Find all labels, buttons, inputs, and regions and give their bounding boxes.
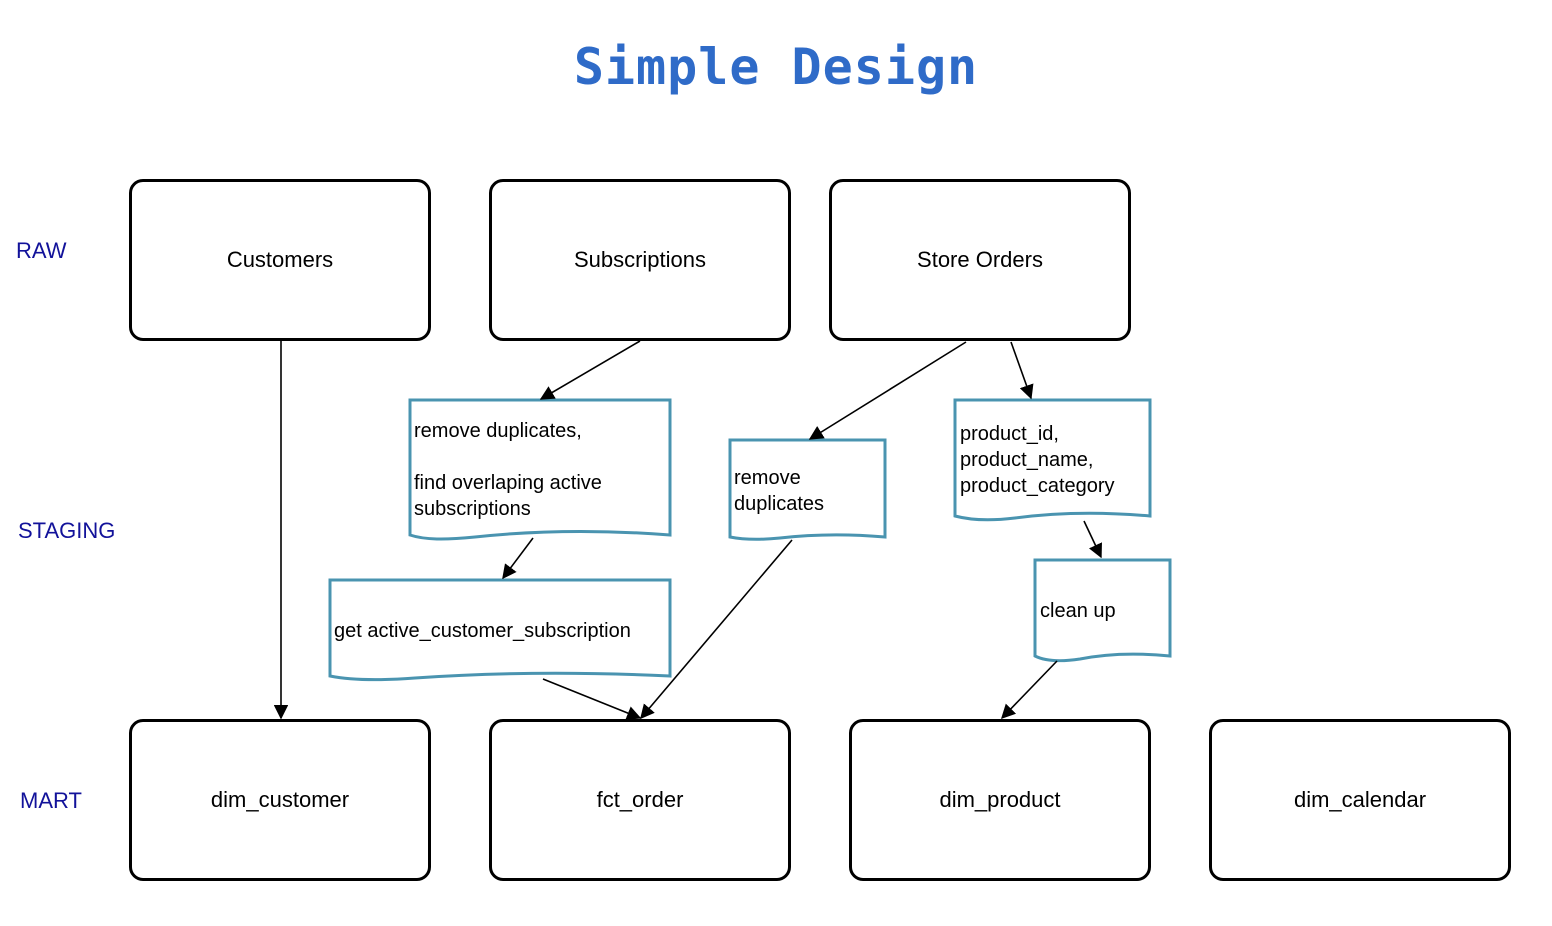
node-store-orders[interactable]: Store Orders — [829, 179, 1131, 341]
arrow-clean-up-to-dim-product — [1001, 660, 1058, 720]
arrow-subscriptions-to-dedup — [539, 340, 641, 400]
arrow-dedup-to-active-sub — [502, 537, 534, 580]
node-dim-customer-label: dim_customer — [210, 787, 350, 812]
step-active-sub-text[interactable]: get active_customer_subscription — [334, 620, 631, 642]
step-shape-sub-dedup — [408, 398, 672, 541]
node-dim-calendar[interactable]: dim_calendar — [1209, 719, 1511, 881]
layer-label-mart: MART — [20, 788, 82, 813]
node-dim-product-label: dim_product — [939, 787, 1061, 812]
arrow-active-sub-to-fct-order — [542, 678, 642, 720]
arrow-store-orders-to-product-fields — [1010, 341, 1034, 400]
node-store-orders-label: Store Orders — [917, 247, 1043, 272]
node-dim-product[interactable]: dim_product — [849, 719, 1151, 881]
layer-label-raw: RAW — [16, 238, 67, 263]
step-shape-clean-up — [1033, 558, 1172, 663]
arrow-store-orders-to-orders-dedup — [808, 341, 967, 440]
step-sub-dedup-text[interactable]: remove duplicates, find overlaping activ… — [414, 420, 602, 520]
arrow-orders-dedup-to-fct-order — [640, 539, 793, 720]
diagram-title: Simple Design — [573, 38, 979, 96]
node-fct-order-label: fct_order — [596, 787, 684, 812]
layer-label-staging: STAGING — [18, 518, 116, 543]
step-orders-dedup-text[interactable]: remove duplicates — [734, 467, 825, 515]
step-shape-active-sub — [328, 578, 672, 682]
node-subscriptions-label: Subscriptions — [573, 247, 707, 272]
node-dim-calendar-label: dim_calendar — [1293, 787, 1427, 812]
step-clean-up-text[interactable]: clean up — [1040, 600, 1116, 622]
arrow-product-fields-to-clean-up — [1083, 520, 1102, 559]
step-product-fields-text[interactable]: product_id, product_name, product_catego… — [960, 423, 1115, 497]
node-customers[interactable]: Customers — [129, 179, 431, 341]
node-subscriptions[interactable]: Subscriptions — [489, 179, 791, 341]
step-shape-orders-dedup — [728, 438, 887, 541]
step-shape-product-fields — [953, 398, 1152, 522]
node-customers-label: Customers — [226, 247, 334, 272]
node-dim-customer[interactable]: dim_customer — [129, 719, 431, 881]
node-fct-order[interactable]: fct_order — [489, 719, 791, 881]
